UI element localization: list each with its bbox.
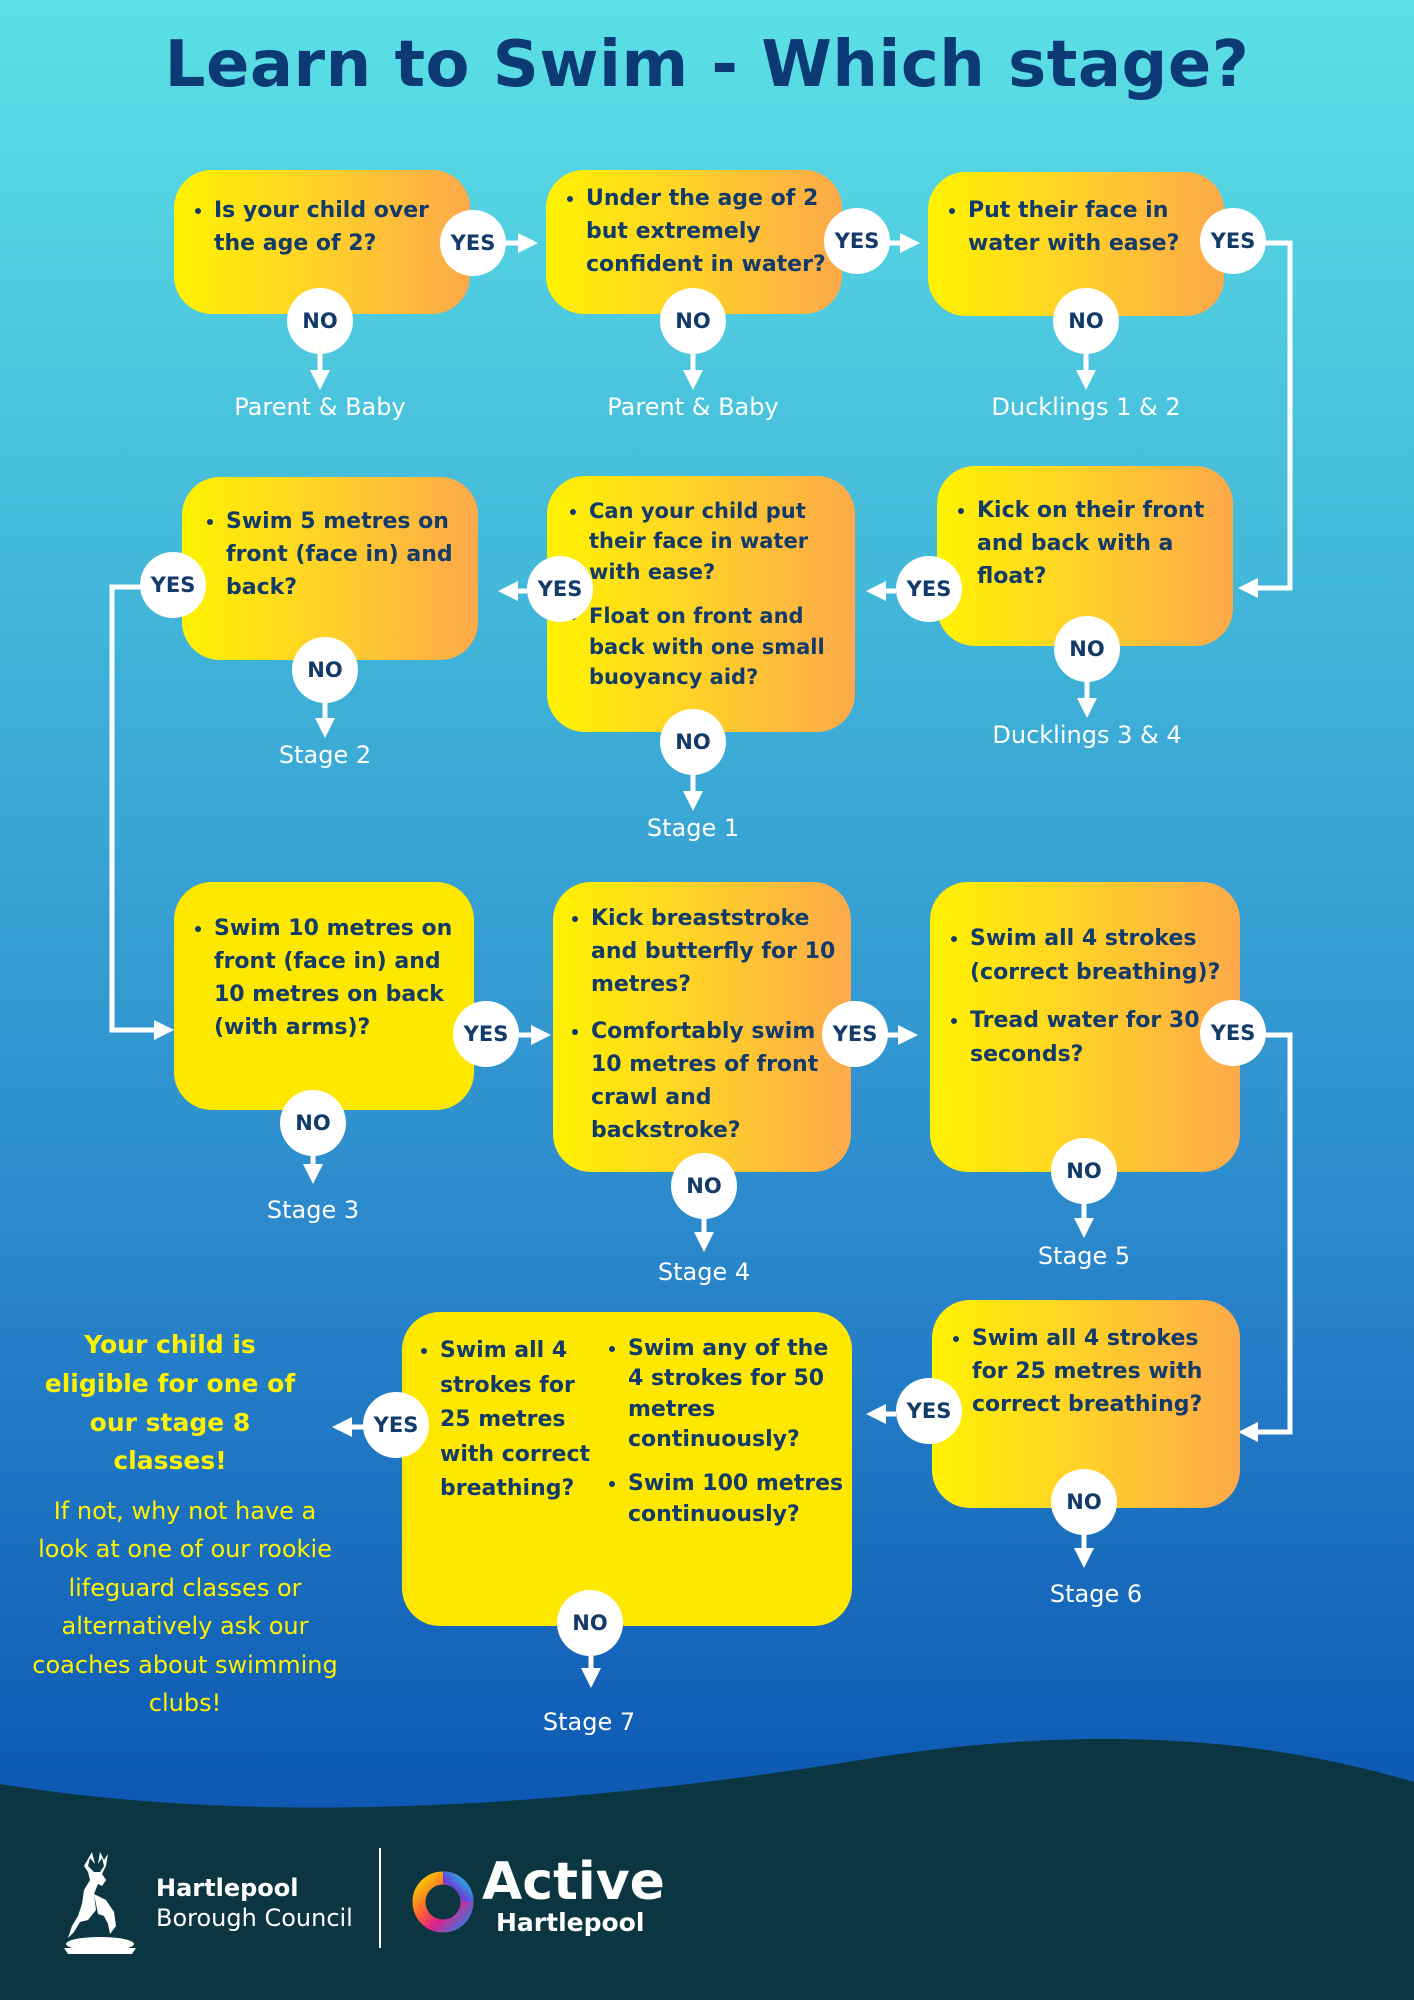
yes-badge-q5: YES [527, 556, 593, 622]
arrow-q6-to-q7 [109, 584, 174, 1040]
question-item: Swim 100 metres continuously? [628, 1469, 848, 1530]
question-item: Swim all 4 strokes (correct breathing)? [970, 922, 1232, 990]
question-item: Swim 10 metres on front (face in) and 10… [214, 912, 468, 1044]
yes-badge-q6: YES [140, 552, 206, 618]
question-item: Float on front and back with one small b… [589, 601, 843, 692]
no-badge-q9: NO [1051, 1138, 1117, 1204]
question-list: Swim all 4 strokes for 25 metres with co… [410, 1334, 596, 1507]
outcome-label: Stage 2 [278, 741, 372, 769]
yes-badge-q11: YES [363, 1392, 429, 1458]
question-item: Kick on their front and back with a floa… [977, 494, 1215, 593]
outcome-label: Stage 6 [1049, 1580, 1143, 1608]
no-badge-q7: NO [280, 1090, 346, 1156]
page-title: Learn to Swim - Which stage? [164, 28, 1250, 102]
outcome-label: Parent & Baby [607, 393, 779, 421]
footer-divider [379, 1848, 381, 1948]
eligible-message: Your child is eligible for one of our st… [44, 1330, 296, 1476]
question-box-under-two-confident: Under the age of 2 but extremely confide… [546, 170, 842, 314]
yes-badge-q4: YES [896, 556, 962, 622]
question-item: Is your child over the age of 2? [214, 194, 452, 260]
outcome-label: Parent & Baby [234, 393, 406, 421]
active-hartlepool-ring-icon [412, 1871, 474, 1933]
question-list: Swim all 4 strokes (correct breathing)? T… [940, 922, 1232, 1072]
active-brand-word: Active [482, 1852, 665, 1912]
question-list: Swim 10 metres on front (face in) and 10… [184, 912, 468, 1044]
question-box-swim-five-metres: Swim 5 metres on front (face in) and bac… [182, 477, 478, 660]
outcome-label: Stage 3 [266, 1196, 360, 1224]
question-list: Under the age of 2 but extremely confide… [556, 182, 832, 281]
question-column-left: Swim all 4 strokes for 25 metres with co… [410, 1334, 596, 1507]
question-list: Swim 5 metres on front (face in) and bac… [196, 505, 464, 604]
question-box-kick-breaststroke: Kick breaststroke and butterfly for 10 m… [553, 882, 851, 1172]
question-column-right: Swim any of the 4 strokes for 50 metres … [598, 1334, 848, 1530]
no-badge-q5: NO [660, 709, 726, 775]
no-badge-q3: NO [1053, 288, 1119, 354]
question-box-stage-seven: Swim all 4 strokes for 25 metres with co… [402, 1312, 852, 1626]
yes-badge-q10: YES [896, 1378, 962, 1444]
question-list: Put their face in water with ease? [938, 194, 1210, 260]
no-badge-q11: NO [557, 1590, 623, 1656]
yes-badge-q7: YES [453, 1001, 519, 1067]
question-box-all-strokes-tread: Swim all 4 strokes (correct breathing)? T… [930, 882, 1240, 1172]
question-box-swim-ten-metres: Swim 10 metres on front (face in) and 10… [174, 882, 474, 1110]
council-name-line2: Borough Council [156, 1904, 353, 1932]
question-list: Swim all 4 strokes for 25 metres with co… [942, 1322, 1228, 1421]
question-item: Swim all 4 strokes for 25 metres with co… [440, 1334, 596, 1507]
outcome-label: Ducklings 1 & 2 [991, 393, 1181, 421]
question-item: Kick breaststroke and butterfly for 10 m… [591, 902, 843, 1001]
question-item: Can your child put their face in water w… [589, 496, 843, 587]
question-item: Under the age of 2 but extremely confide… [586, 182, 832, 281]
question-list: Kick on their front and back with a floa… [947, 494, 1215, 593]
question-item: Swim all 4 strokes for 25 metres with co… [972, 1322, 1228, 1421]
question-list: Kick breaststroke and butterfly for 10 m… [561, 902, 843, 1147]
no-badge-q2: NO [660, 288, 726, 354]
no-badge-q10: NO [1051, 1469, 1117, 1535]
question-list: Can your child put their face in water w… [559, 496, 843, 693]
arrow-q3-to-q4 [1238, 240, 1293, 598]
yes-badge-q8: YES [822, 1001, 888, 1067]
no-badge-q4: NO [1054, 616, 1120, 682]
yes-badge-q2: YES [824, 208, 890, 274]
council-name-line1: Hartlepool [156, 1874, 299, 1902]
active-brand-subtitle: Hartlepool [496, 1908, 645, 1937]
no-badge-q6: NO [292, 637, 358, 703]
hartlepool-hart-logo-icon [64, 1852, 136, 1954]
arrow-q9-to-q10 [1238, 1032, 1293, 1442]
question-item: Comfortably swim 10 metres of front craw… [591, 1015, 843, 1147]
yes-badge-q1: YES [440, 210, 506, 276]
no-badge-q1: NO [287, 288, 353, 354]
outcome-label: Stage 1 [646, 814, 740, 842]
outcome-label: Ducklings 3 & 4 [992, 721, 1182, 749]
question-item: Put their face in water with ease? [968, 194, 1210, 260]
yes-badge-q3: YES [1200, 208, 1266, 274]
question-item: Swim 5 metres on front (face in) and bac… [226, 505, 464, 604]
no-badge-q8: NO [671, 1153, 737, 1219]
question-list: Is your child over the age of 2? [184, 194, 452, 260]
question-item: Tread water for 30 seconds? [970, 1004, 1232, 1072]
question-list: Swim any of the 4 strokes for 50 metres … [598, 1334, 848, 1530]
question-item: Swim any of the 4 strokes for 50 metres … [628, 1334, 848, 1455]
yes-badge-q9: YES [1200, 1000, 1266, 1066]
outcome-label: Stage 5 [1037, 1242, 1131, 1270]
outcome-label: Stage 7 [542, 1708, 636, 1736]
outcome-label: Stage 4 [657, 1258, 751, 1286]
question-box-face-and-float: Can your child put their face in water w… [547, 476, 855, 732]
alternative-message: If not, why not have a look at one of ou… [32, 1497, 338, 1717]
footer-wave [0, 1738, 1414, 2000]
